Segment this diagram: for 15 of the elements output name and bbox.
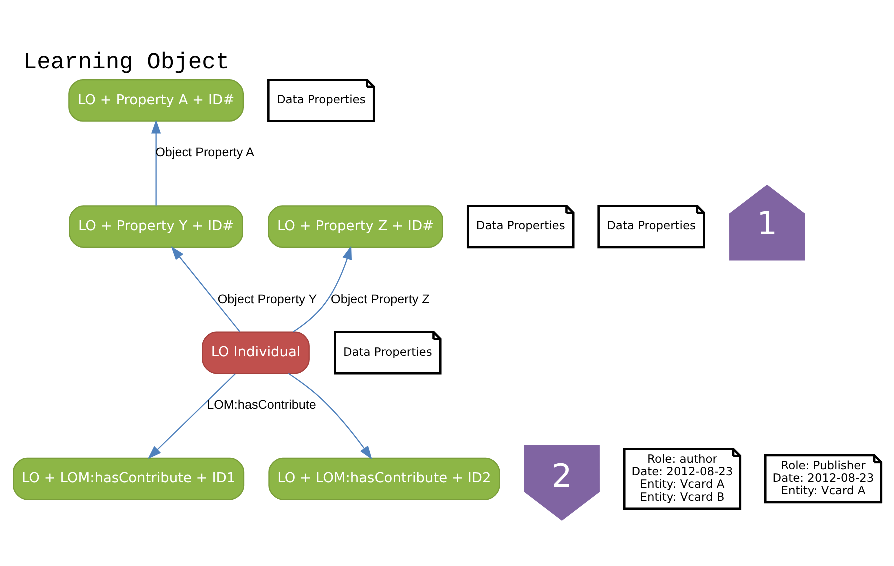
node-box: LO Individual (202, 332, 310, 374)
edge-label: Object Property Y (217, 292, 317, 306)
arrow (151, 120, 161, 206)
arrow (147, 374, 236, 460)
edge-label: Object Property Z (330, 292, 430, 306)
diagram-title: Learning Object (22, 50, 230, 76)
node-box: LO + Property Z + ID# (268, 206, 443, 248)
node-box: LO + LOM:hasContribute + ID1 (12, 458, 244, 500)
node-box: LO + Property Y + ID# (68, 206, 243, 248)
node-box: LO + LOM:hasContribute + ID2 (268, 458, 500, 500)
arrow (170, 246, 240, 332)
edge-label: LOM:hasContribute (206, 398, 316, 412)
arrow (288, 373, 372, 460)
node-box: LO + Property A + ID# (68, 80, 244, 122)
arrow (292, 246, 352, 333)
